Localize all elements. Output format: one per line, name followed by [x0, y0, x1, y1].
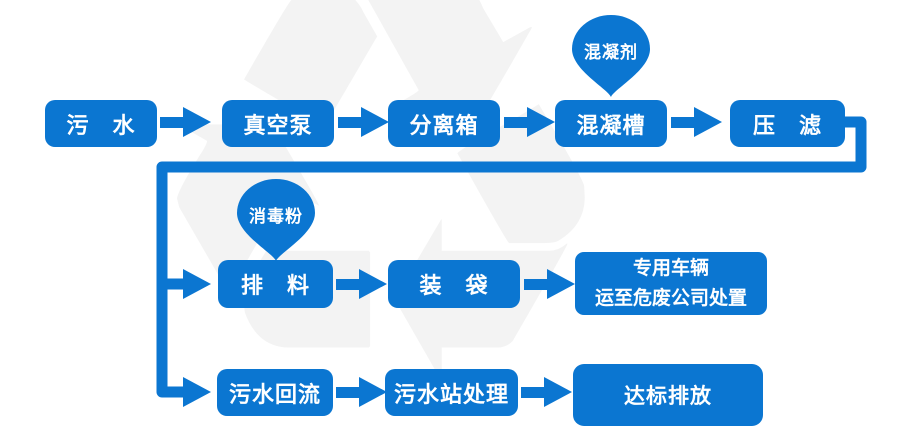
- flow-arrow-icon: [521, 377, 572, 407]
- pin-icon: [572, 15, 650, 97]
- flow-arrow-icon: [160, 107, 211, 137]
- flow-arrow-icon: [336, 377, 387, 407]
- node-coagulation-tank: 混凝槽: [555, 100, 667, 147]
- node-separation-tank: 分离箱: [388, 100, 500, 147]
- node-hazardous-waste-dispatch: 专用车辆 运至危废公司处置: [575, 252, 767, 315]
- node-vacuum-pump: 真空泵: [222, 100, 334, 147]
- flow-arrow-icon: [338, 107, 389, 137]
- balloon-disinfectant-label: 消毒粉: [249, 207, 303, 226]
- node-standard-discharge: 达标排放: [573, 364, 763, 426]
- node-sewage-station-treatment: 污水站处理: [385, 369, 518, 416]
- node-press-filter: 压 滤: [730, 100, 845, 147]
- balloon-disinfectant: 消毒粉: [231, 176, 321, 262]
- node-sewage-reflux: 污水回流: [217, 369, 333, 416]
- node-sewage: 污 水: [45, 100, 157, 147]
- dispatch-line-2: 运至危废公司处置: [594, 287, 747, 309]
- flow-arrow-icon: [524, 269, 575, 299]
- flow-arrow-icon: [504, 107, 555, 137]
- node-bagging: 装 袋: [388, 260, 520, 308]
- flow-arrow-icon: [336, 269, 387, 299]
- dispatch-line-1: 专用车辆: [632, 258, 709, 280]
- node-discharge: 排 料: [218, 260, 333, 308]
- balloon-coagulant: 混凝剂: [566, 12, 656, 98]
- flow-arrow-icon: [671, 107, 722, 137]
- balloon-coagulant-label: 混凝剂: [584, 43, 638, 62]
